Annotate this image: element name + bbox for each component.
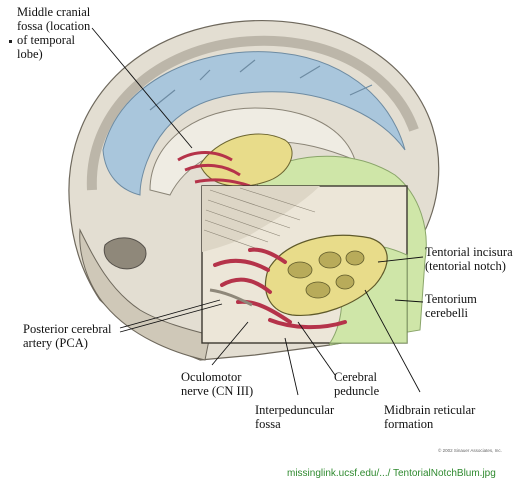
label-oculomotor-nerve: Oculomotor nerve (CN III) <box>181 370 253 398</box>
source-caption: missinglink.ucsf.edu/.../ TentorialNotch… <box>287 468 496 479</box>
label-interpeduncular-fossa: Interpeduncular fossa <box>255 403 334 431</box>
label-posterior-cerebral-artery: Posterior cerebral artery (PCA) <box>23 322 112 350</box>
label-tentorium-cerebelli: Tentorium cerebelli <box>425 292 477 320</box>
label-cerebral-peduncle: Cerebral peduncle <box>334 370 379 398</box>
label-middle-cranial-fossa: Middle cranial fossa (location of tempor… <box>17 5 90 61</box>
label-midbrain-reticular-formation: Midbrain reticular formation <box>384 403 475 431</box>
bullet-mark <box>9 40 12 43</box>
copyright-text: © 2002 Sinauer Associates, Inc. <box>438 448 502 453</box>
label-tentorial-incisura: Tentorial incisura (tentorial notch) <box>425 245 513 273</box>
